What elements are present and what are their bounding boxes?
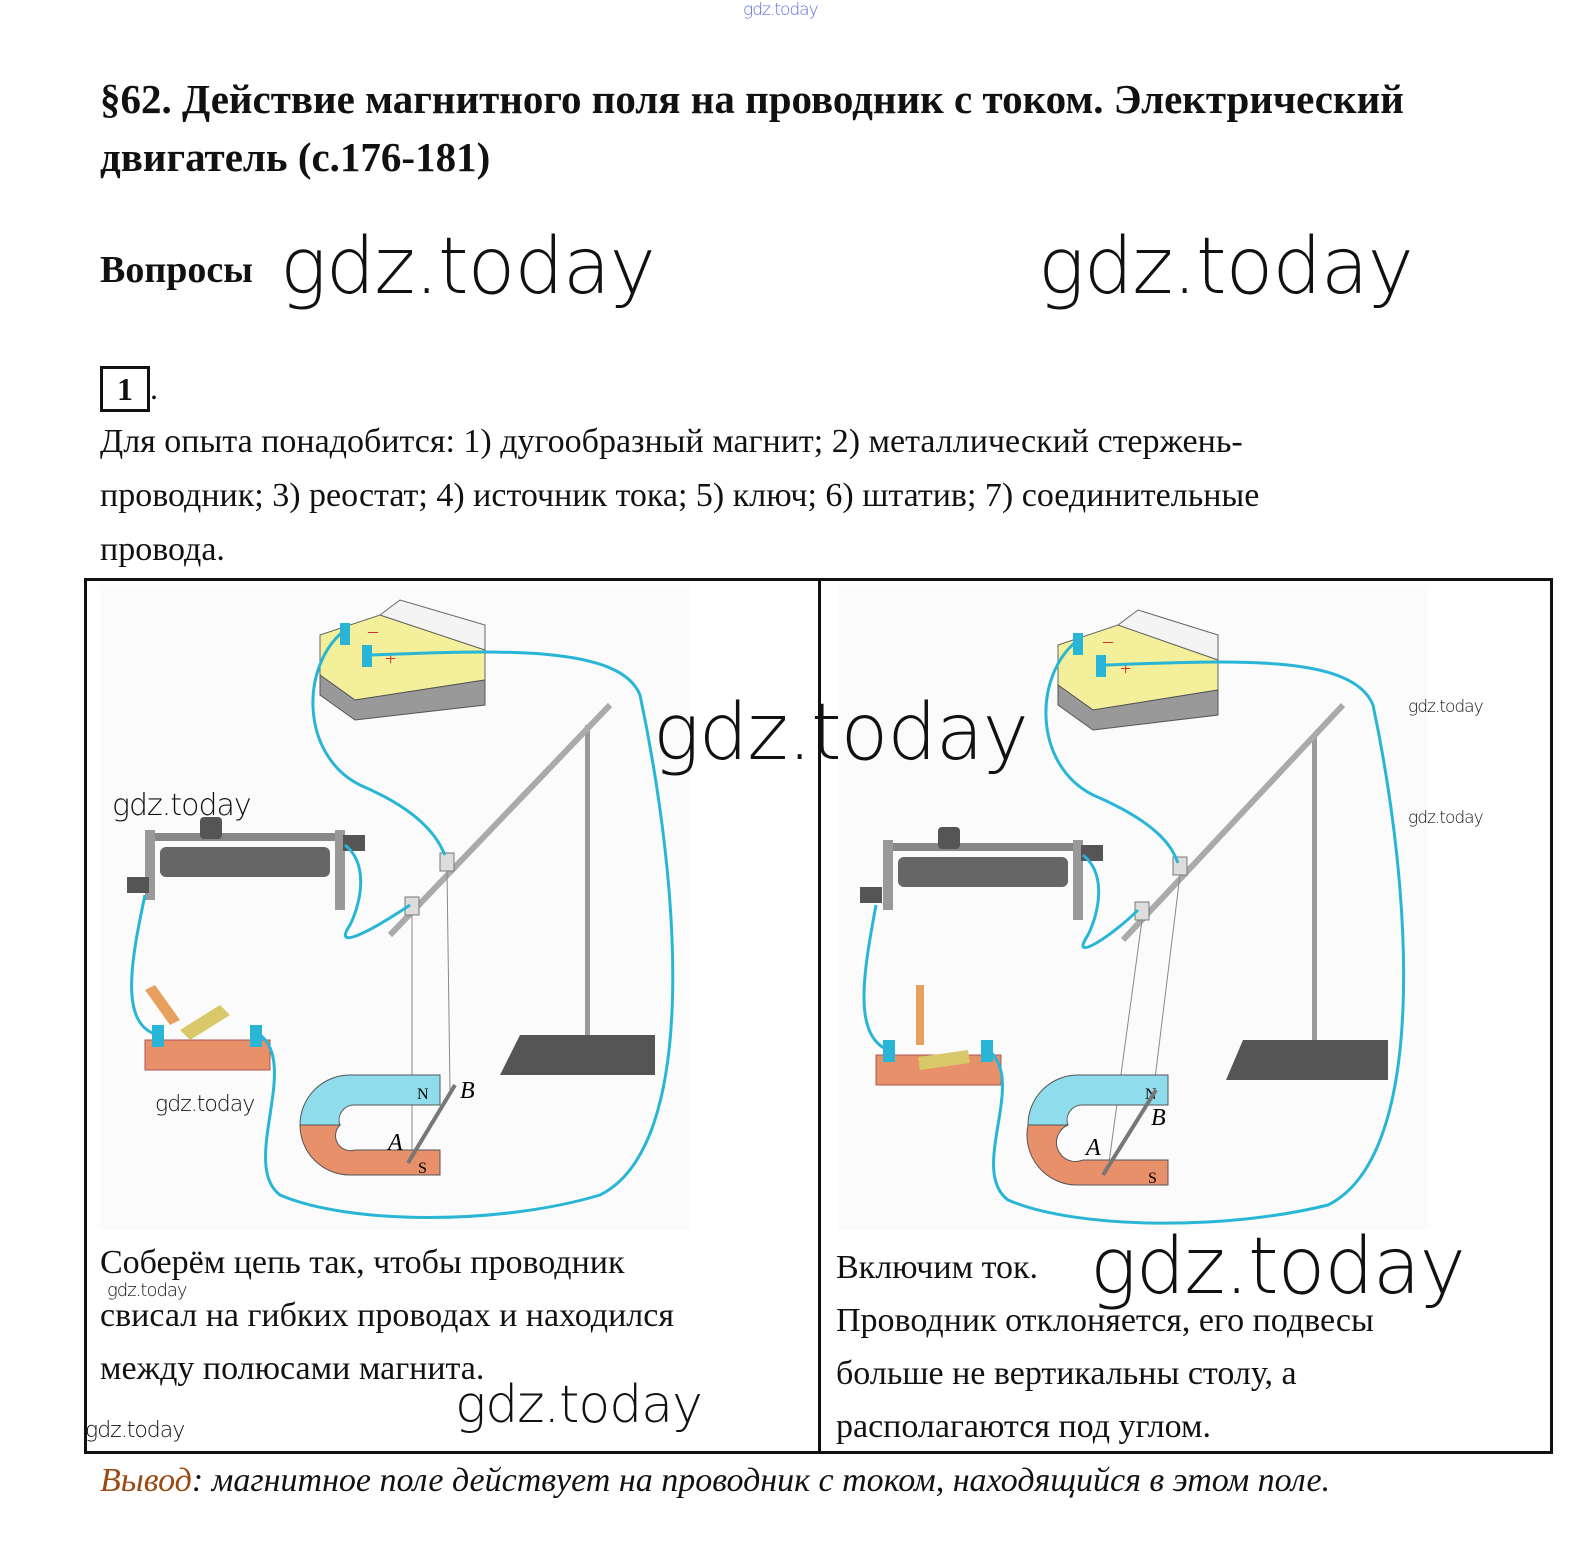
watermark-small: gdz.today [112, 788, 252, 823]
panel-caption-line: больше не вертикальны столу, а [836, 1355, 1297, 1392]
watermark-large: gdz.today [1038, 222, 1414, 312]
panel-caption-line: Соберём цепь так, чтобы проводник [100, 1244, 625, 1281]
power-source: – + [319, 599, 486, 721]
question-text-line: провода. [100, 531, 225, 568]
watermark-large: gdz.today [653, 688, 1029, 778]
minus-label: – [367, 620, 379, 642]
minus-label: – [1102, 630, 1114, 652]
panel-caption-line: между полюсами магнита. [100, 1350, 485, 1387]
north-label: N [417, 1086, 429, 1103]
watermark-small: gdz.today [85, 1418, 185, 1443]
point-b-label: B [1151, 1105, 1166, 1131]
experiment-illustration-before: – + N S A B [100, 585, 690, 1230]
page-title-line2: двигатель (с.176-181) [100, 134, 491, 180]
plus-label: + [1120, 658, 1131, 680]
question-number-dot: . [150, 370, 158, 406]
question-number: 1 [100, 366, 150, 412]
watermark-small: gdz.today [1408, 697, 1484, 717]
conclusion-text: : магнитное поле действует на проводник … [191, 1462, 1331, 1499]
watermark-large: gdz.today [1090, 1222, 1466, 1312]
conclusion-label: Вывод [100, 1462, 192, 1499]
rheostat [860, 827, 1103, 920]
page-title-line1: §62. Действие магнитного поля на проводн… [100, 76, 1404, 122]
tripod-stand [1107, 702, 1388, 1171]
plus-label: + [385, 648, 396, 670]
section-heading: Вопросы [100, 249, 253, 291]
panel-caption-line: Включим ток. [836, 1249, 1039, 1286]
horseshoe-magnet: N S A B [1026, 1074, 1169, 1187]
watermark-small: gdz.today [1408, 808, 1484, 828]
experiment-illustration-after: – + N S A B [838, 585, 1428, 1230]
point-a-label: A [1084, 1135, 1101, 1161]
switch-key [144, 985, 271, 1071]
south-label: S [1148, 1170, 1157, 1187]
watermark-small: gdz.today [107, 1280, 188, 1301]
question-text-line: проводник; 3) реостат; 4) источник тока;… [100, 477, 1260, 514]
panel-caption-line: Проводник отклоняется, его подвесы [836, 1302, 1374, 1339]
tripod-stand [387, 702, 655, 1155]
watermark-top: gdz.today [743, 0, 819, 20]
switch-key [875, 985, 1002, 1086]
point-a-label: A [386, 1130, 403, 1156]
table-divider [818, 578, 821, 1454]
conclusion: Вывод: магнитное поле действует на прово… [100, 1458, 1330, 1504]
panel-caption-line: свисал на гибких проводах и находился [100, 1297, 674, 1334]
watermark-small: gdz.today [155, 1092, 255, 1117]
connecting-wire [862, 638, 1406, 1225]
point-b-label: B [460, 1078, 475, 1104]
panel-caption-line: располагаются под углом. [836, 1408, 1212, 1445]
rheostat [127, 817, 365, 910]
horseshoe-magnet: N S A B [299, 1074, 475, 1177]
south-label: S [418, 1160, 427, 1177]
watermark-medium: gdz.today [455, 1375, 703, 1435]
connecting-wire [130, 628, 675, 1219]
power-source: – + [1057, 609, 1219, 731]
question-text-line: Для опыта понадобится: 1) дугообразный м… [100, 423, 1243, 460]
watermark-large: gdz.today [280, 222, 656, 312]
